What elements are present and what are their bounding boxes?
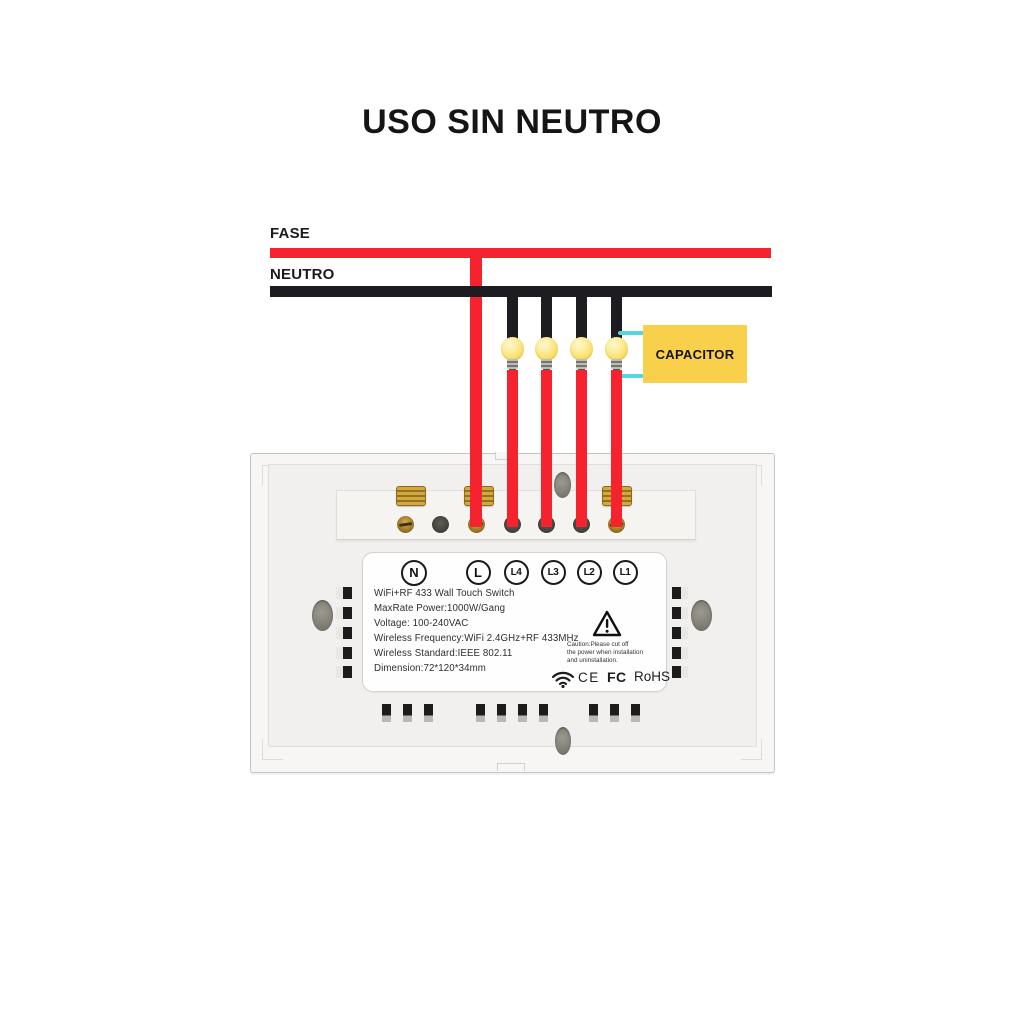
lamp-feed-wire bbox=[610, 370, 622, 527]
lamp-feed-wire bbox=[540, 370, 552, 527]
spec-line: Voltage: 100-240VAC bbox=[374, 618, 469, 630]
spec-line: Wireless Frequency:WiFi 2.4GHz+RF 433MHz bbox=[374, 633, 579, 645]
mounting-oval-top bbox=[553, 472, 571, 498]
spec-text: WiFi+RF 433 Wall Touch Switch MaxRate Po… bbox=[374, 586, 644, 677]
light-bulb-icon bbox=[534, 337, 558, 361]
capacitor-box: CAPACITOR bbox=[643, 325, 747, 383]
terminal-hole-spare bbox=[431, 515, 449, 533]
terminal-label-l2: L2 bbox=[576, 560, 602, 585]
vent-slot bbox=[538, 704, 548, 722]
vent-slot bbox=[381, 704, 391, 722]
neutro-drop-wire bbox=[610, 289, 622, 340]
capacitor-link-wire-bottom bbox=[618, 374, 644, 378]
neutro-wire bbox=[270, 286, 772, 297]
vent-slot bbox=[672, 647, 681, 659]
vent-slot bbox=[496, 704, 506, 722]
warning-triangle-icon bbox=[592, 610, 622, 637]
rohs-mark: RoHS bbox=[634, 669, 671, 684]
mounting-oval-left bbox=[311, 599, 333, 631]
bulb-base bbox=[540, 359, 552, 369]
vent-slot bbox=[343, 607, 352, 619]
vent-slot bbox=[609, 704, 619, 722]
vent-slot bbox=[475, 704, 485, 722]
terminal-label-l: L bbox=[465, 560, 491, 585]
light-bulb-icon bbox=[604, 337, 628, 361]
vent-slot bbox=[672, 627, 681, 639]
vent-slot bbox=[672, 607, 681, 619]
vent-slot bbox=[630, 704, 640, 722]
neutro-label: NEUTRO bbox=[270, 266, 335, 283]
vent-slot bbox=[672, 587, 681, 599]
fase-wire bbox=[270, 248, 771, 258]
vent-slot bbox=[343, 587, 352, 599]
plate-bottom-notch bbox=[497, 763, 525, 771]
spec-line: MaxRate Power:1000W/Gang bbox=[374, 603, 506, 615]
spec-line: Dimension:72*120*34mm bbox=[374, 663, 486, 675]
plate-corner-mark bbox=[741, 739, 762, 760]
terminal-hole-n bbox=[396, 515, 414, 533]
capacitor-link-wire-top bbox=[618, 331, 644, 335]
vent-slot bbox=[343, 666, 352, 678]
lamp-feed-wire bbox=[575, 370, 587, 527]
ce-mark: CE bbox=[578, 669, 600, 685]
page-title: USO SIN NEUTRO bbox=[362, 103, 662, 141]
vent-slot bbox=[588, 704, 598, 722]
bulb-base bbox=[610, 359, 622, 369]
vent-slot bbox=[517, 704, 527, 722]
fcc-mark: FC bbox=[607, 668, 627, 685]
fase-drop-wire bbox=[470, 250, 482, 527]
lamp-feed-wire bbox=[506, 370, 518, 527]
fase-label: FASE bbox=[270, 225, 310, 242]
bulb-base bbox=[575, 359, 587, 369]
plate-corner-mark bbox=[262, 739, 283, 760]
mounting-oval-bottom bbox=[555, 727, 571, 755]
light-bulb-icon bbox=[569, 337, 593, 361]
terminal-label-n: N bbox=[401, 559, 427, 586]
spec-line: Wireless Standard:IEEE 802.11 bbox=[374, 648, 513, 660]
vent-slot bbox=[402, 704, 412, 722]
wifi-icon bbox=[551, 671, 575, 688]
caution-text: Caution:Please cut off the power when in… bbox=[567, 641, 643, 664]
vent-slot bbox=[672, 666, 681, 678]
mounting-oval-right bbox=[690, 599, 712, 631]
neutro-drop-wire bbox=[540, 289, 552, 340]
vent-slot bbox=[343, 647, 352, 659]
bulb-base bbox=[506, 359, 518, 369]
terminal-label-l3: L3 bbox=[540, 560, 566, 585]
terminal-label-l1: L1 bbox=[612, 560, 638, 585]
neutro-drop-wire bbox=[575, 289, 587, 340]
terminal-label-l4: L4 bbox=[503, 560, 529, 585]
terminal-screw bbox=[396, 486, 426, 506]
light-bulb-icon bbox=[500, 337, 524, 361]
spec-line: WiFi+RF 433 Wall Touch Switch bbox=[374, 588, 515, 599]
vent-slot bbox=[343, 627, 352, 639]
neutro-drop-wire bbox=[506, 289, 518, 340]
vent-slot bbox=[423, 704, 433, 722]
